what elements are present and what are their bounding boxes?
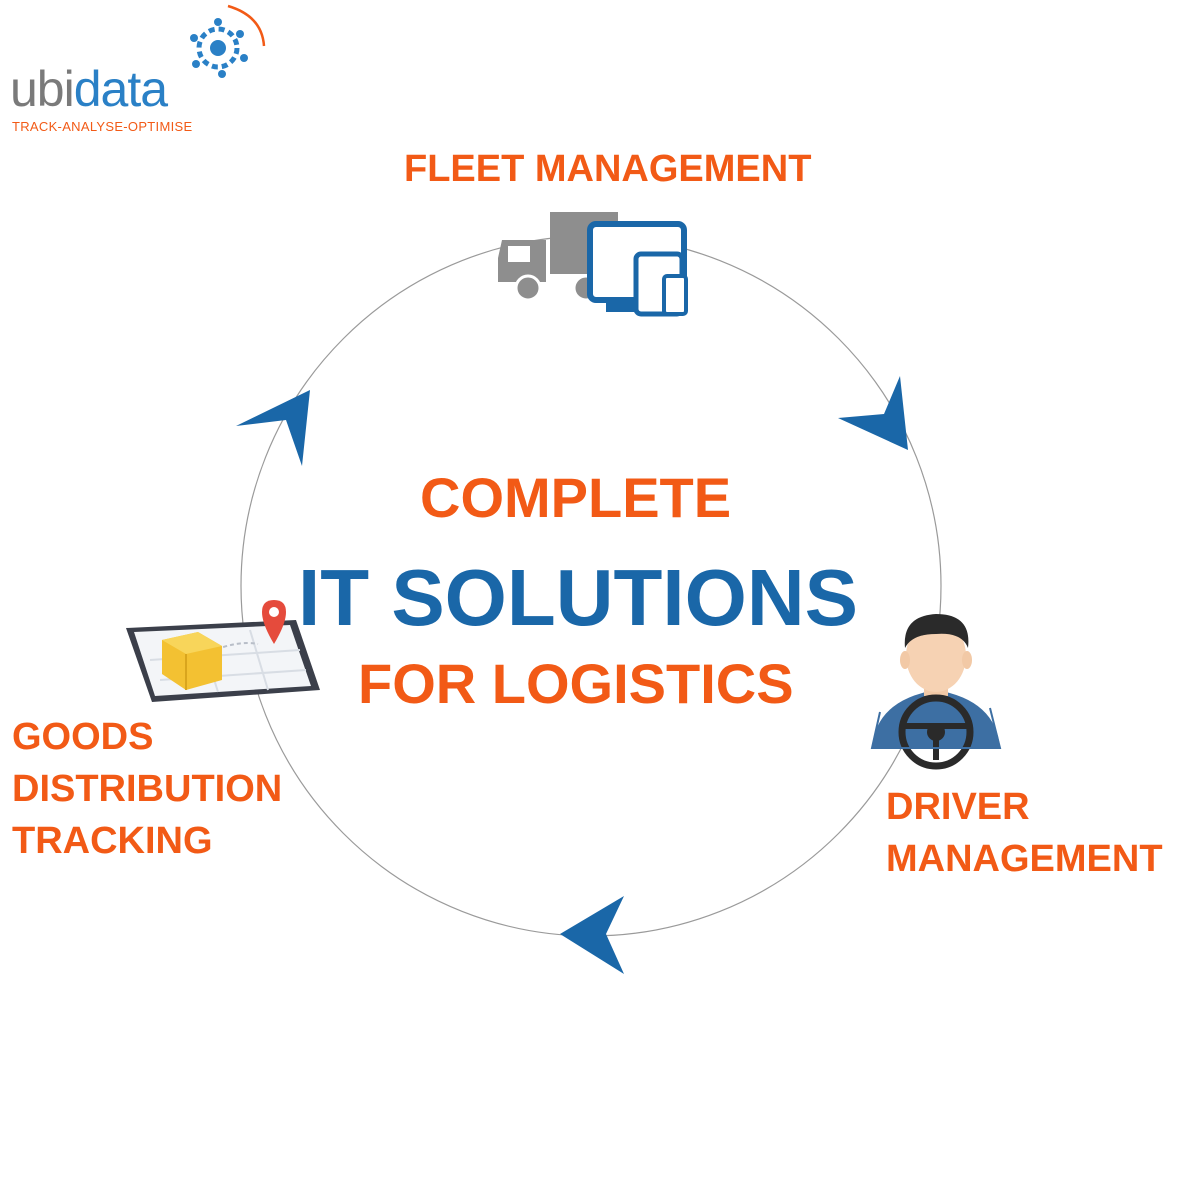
arrow-bottom-icon [560,896,624,974]
arrow-left-icon [236,390,310,466]
goods-tracking-label-line1: GOODS [12,716,154,758]
logo-tagline: TRACK-ANALYSE-OPTIMISE [12,119,193,134]
logo-wordmark: ubidata [10,61,168,117]
center-title-line3: FOR LOGISTICS [358,652,794,715]
arrow-right-icon [838,376,908,450]
goods-tracking-label-line2: DISTRIBUTION [12,768,283,810]
logo-word-part1: ubi [10,61,75,117]
truck-devices-icon [498,212,688,317]
driver-steering-wheel-icon [870,614,1002,770]
center-title-line2: IT SOLUTIONS [298,553,858,642]
center-title-line1: COMPLETE [420,466,732,529]
goods-tracking-label-line3: TRACKING [12,820,213,862]
logo-word-part2: data [73,61,168,117]
driver-management-label-line2: MANAGEMENT [886,838,1163,880]
tablet-package-location-icon [126,600,320,702]
logo-mark-icon [190,4,266,78]
driver-management-label-line1: DRIVER [886,786,1030,828]
fleet-management-label: FLEET MANAGEMENT [404,148,812,190]
